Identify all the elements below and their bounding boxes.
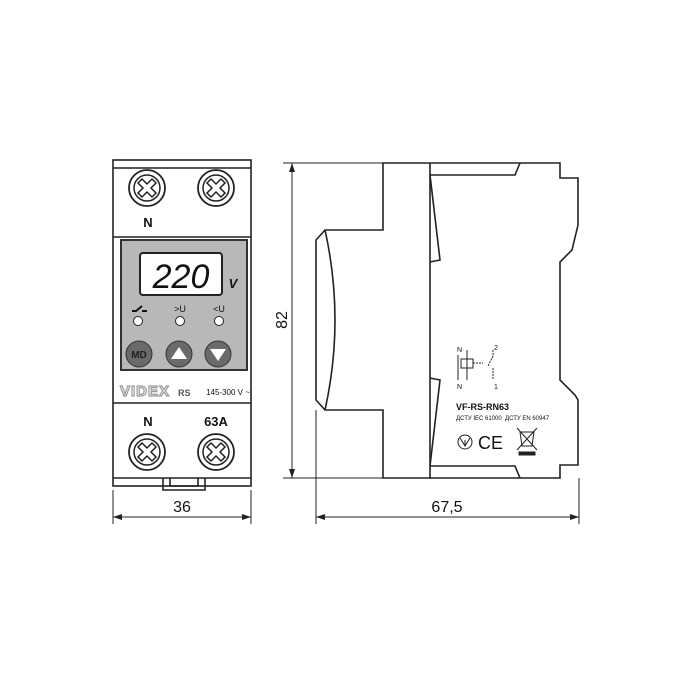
- din-clip: [162, 478, 206, 491]
- height-value: 82: [274, 311, 291, 329]
- md-button[interactable]: MD: [125, 340, 153, 368]
- arrow-up-icon: [171, 347, 187, 359]
- down-button[interactable]: [204, 340, 232, 368]
- width-value: 36: [173, 499, 191, 516]
- side-outline: [315, 162, 579, 479]
- model-number: VF-RS-RN63: [456, 402, 509, 412]
- dimension-width: 36: [112, 490, 252, 524]
- wiring-schematic: [457, 350, 494, 380]
- weee-bin-icon: [516, 427, 538, 456]
- screw-terminal-icon: [197, 433, 235, 471]
- led-overvoltage-indicator: [175, 316, 185, 326]
- ukrsepro-mark-icon: [457, 434, 473, 450]
- led-undervoltage-indicator: [214, 316, 224, 326]
- led-label-over: >U: [174, 304, 186, 314]
- led-relay-indicator: [133, 316, 143, 326]
- display-unit: V: [229, 276, 239, 291]
- ce-mark-icon: CE: [478, 433, 503, 453]
- side-view: N N 2 1 VF-RS-RN63 ДСТУ IEC 61000 ДСТУ E…: [315, 162, 579, 479]
- screw-terminal-icon: [197, 169, 235, 207]
- depth-value: 67,5: [431, 499, 462, 516]
- md-button-label: MD: [131, 350, 147, 361]
- schematic-label-1: 1: [494, 384, 498, 391]
- voltage-display: [139, 252, 223, 296]
- voltage-range: 145-300 V ~: [206, 388, 250, 397]
- relay-contact-icon: [132, 305, 147, 312]
- dimension-depth: 67,5: [315, 410, 580, 524]
- up-button[interactable]: [165, 340, 193, 368]
- schematic-label-n-top: N: [457, 347, 462, 354]
- arrow-down-icon: [210, 349, 226, 361]
- bottom-terminal-label-current: 63A: [204, 414, 228, 429]
- display-value: 220: [152, 258, 210, 296]
- brand-suffix: RS: [178, 388, 191, 398]
- dimension-height: 82: [274, 162, 383, 479]
- brand-logo: VIDEX: [120, 383, 170, 400]
- front-view: N 220 V >U <U MD VIDEX RS 145-300 V ~ N …: [112, 159, 252, 491]
- top-terminal-label: N: [143, 215, 152, 230]
- screw-terminal-icon: [128, 169, 166, 207]
- schematic-label-n-bottom: N: [457, 384, 462, 391]
- standard-iec: ДСТУ IEC 61000: [456, 416, 502, 422]
- standard-en: ДСТУ EN 60947: [505, 416, 550, 422]
- bottom-terminal-label-n: N: [143, 414, 152, 429]
- schematic-label-2: 2: [494, 345, 498, 352]
- screw-terminal-icon: [128, 433, 166, 471]
- led-label-under: <U: [213, 304, 225, 314]
